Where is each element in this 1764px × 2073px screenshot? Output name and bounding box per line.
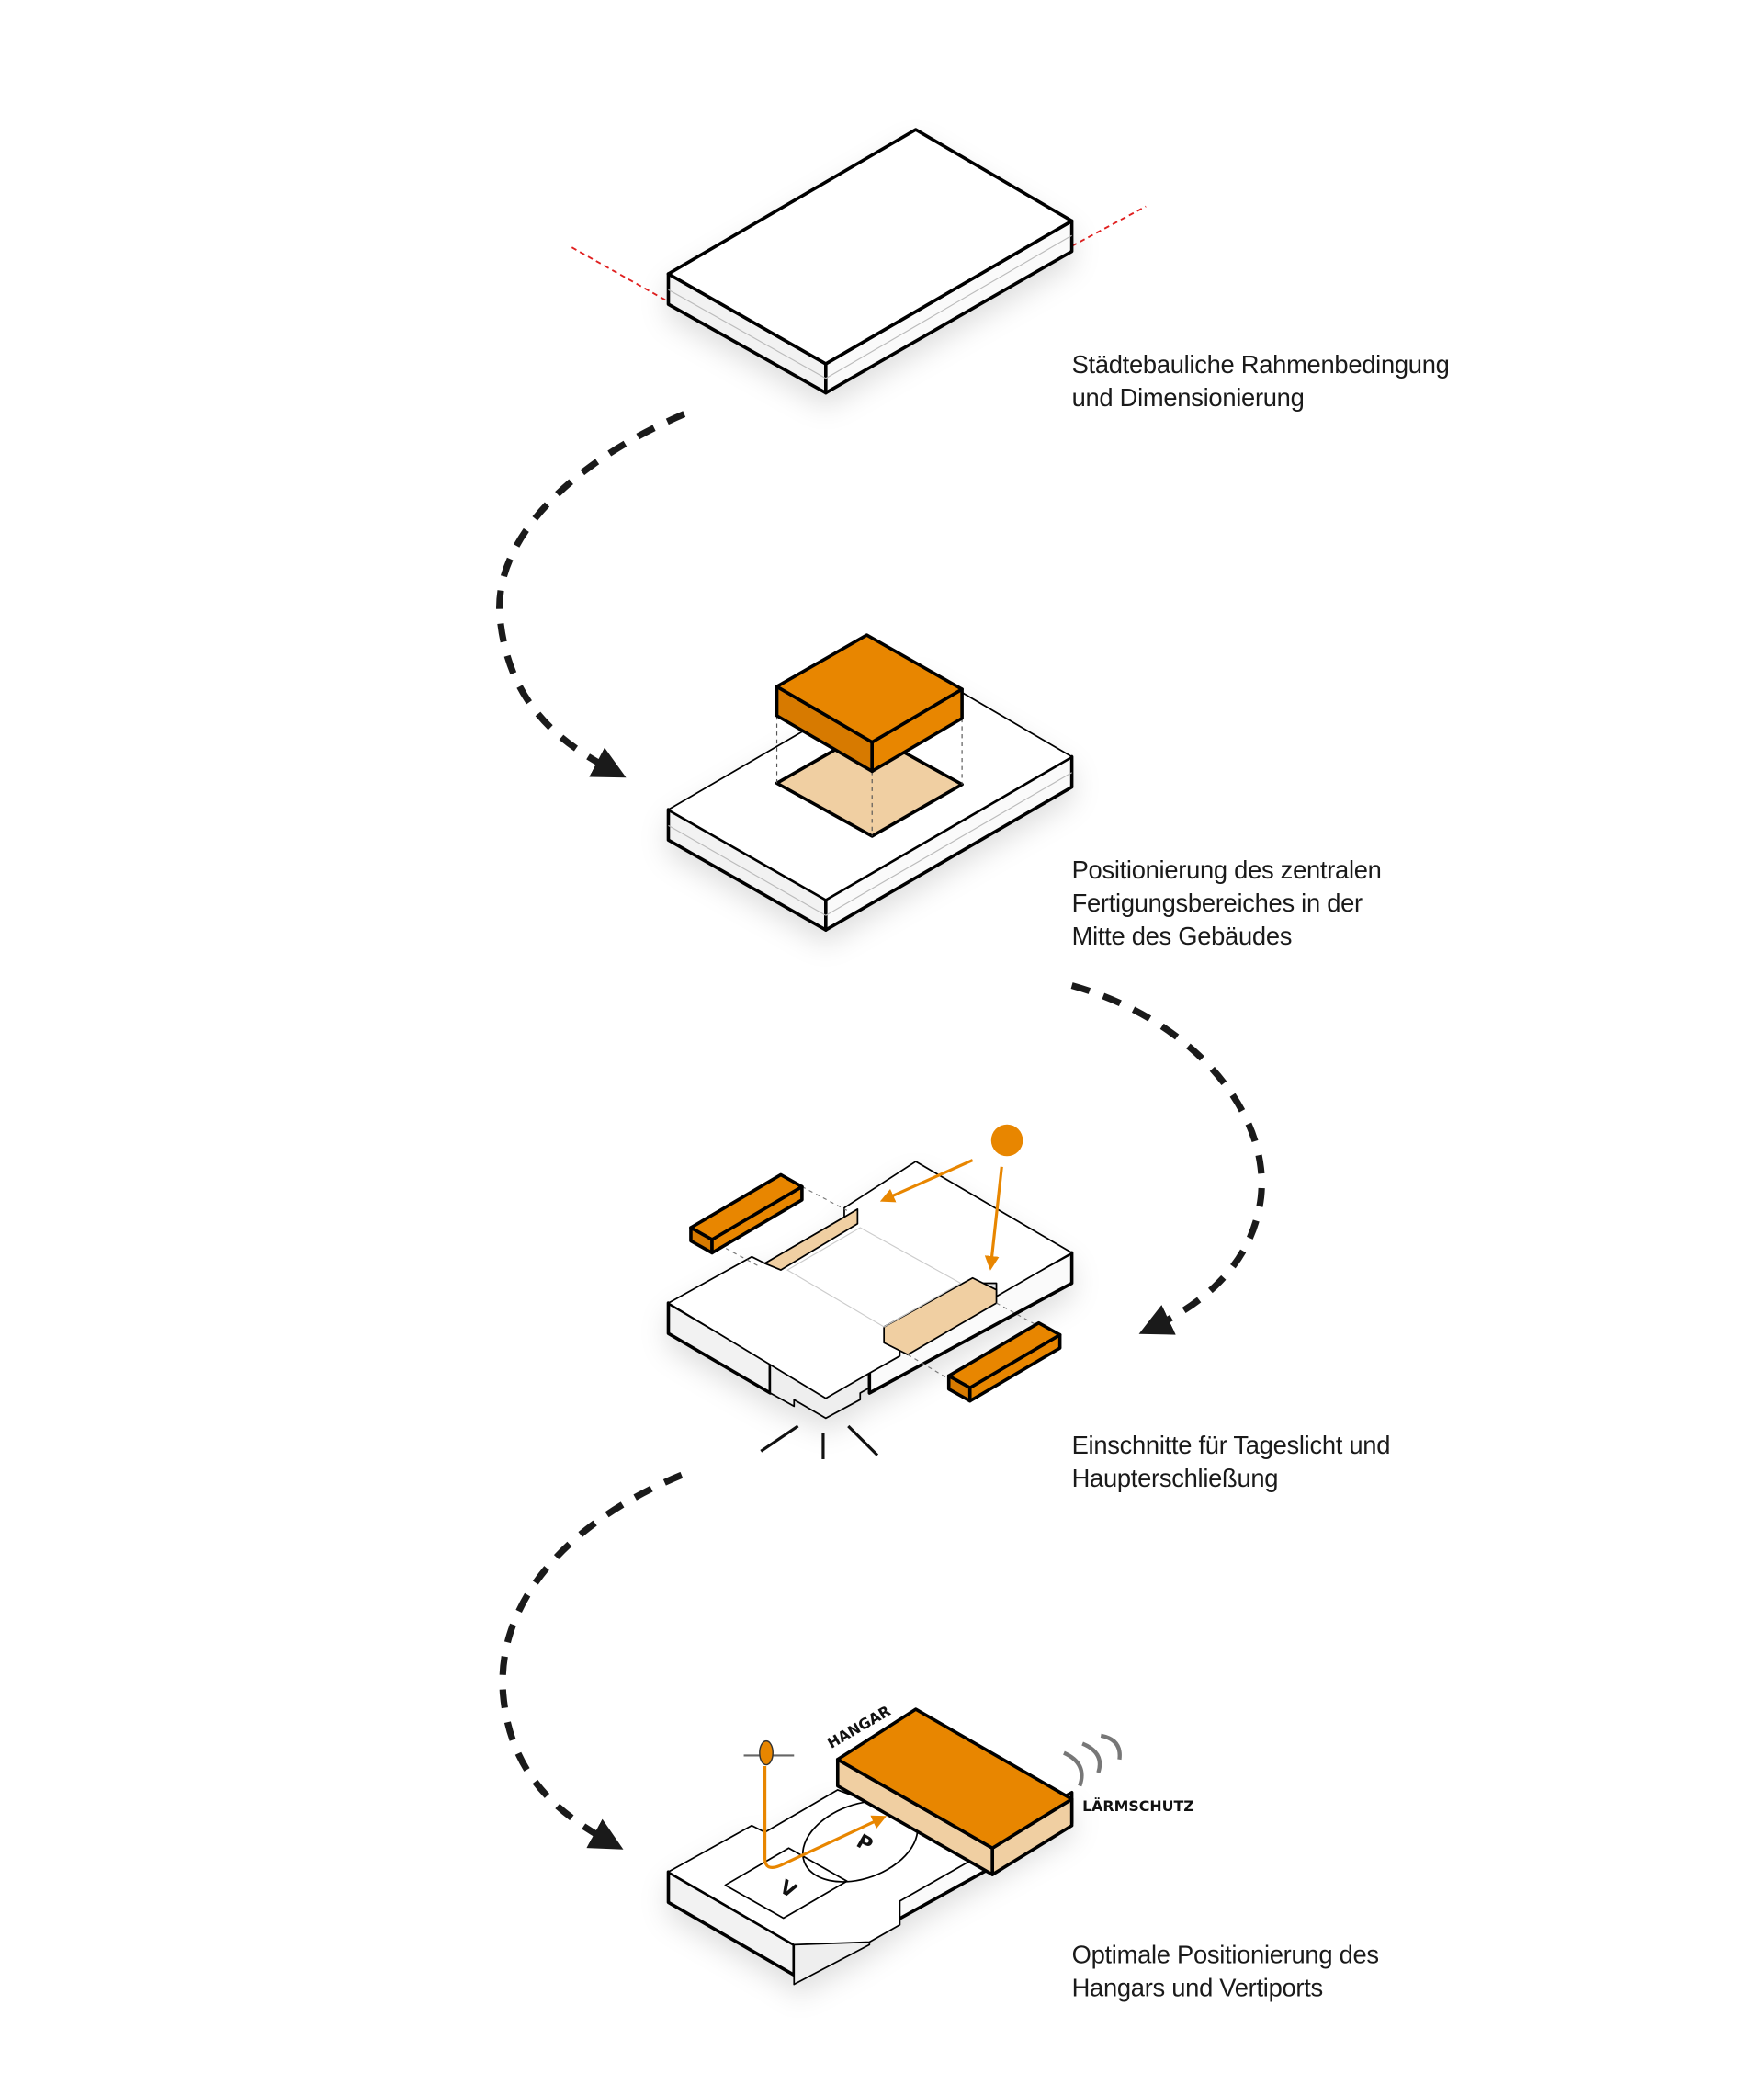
bar-volume-south: [946, 1320, 1062, 1403]
step-4-hangar-vertiport: V P HANGAR LÄRMSCHUTZ: [666, 1702, 1194, 1986]
drone-icon: [743, 1739, 795, 1766]
step-2-production-core: [666, 633, 1074, 932]
step-3-daylight-cuts: [666, 1124, 1074, 1459]
entrance-rays-icon: [760, 1424, 879, 1459]
daylight-arrow-2: [984, 1166, 1003, 1271]
core-volume: [775, 633, 964, 774]
site-boundary-line-left: [571, 246, 669, 303]
noise-protection-label: LÄRMSCHUTZ: [1082, 1797, 1194, 1815]
sound-waves-icon: [1063, 1733, 1122, 1787]
hangar-volume: [835, 1707, 1074, 1876]
step-1-site-block: [571, 128, 1147, 395]
flow-arrow-2: [1070, 982, 1265, 1335]
flow-arrow-3: [499, 1471, 684, 1850]
cut-south: [883, 1276, 998, 1356]
flight-path-arrow: [763, 1765, 888, 1869]
daylight-arrow-1: [879, 1159, 974, 1203]
site-boundary-line-right: [1071, 205, 1147, 247]
flow-arrow-1: [496, 411, 686, 778]
bar-volume-north: [689, 1172, 804, 1255]
sun-icon: [990, 1124, 1023, 1157]
cut-north: [763, 1208, 859, 1271]
